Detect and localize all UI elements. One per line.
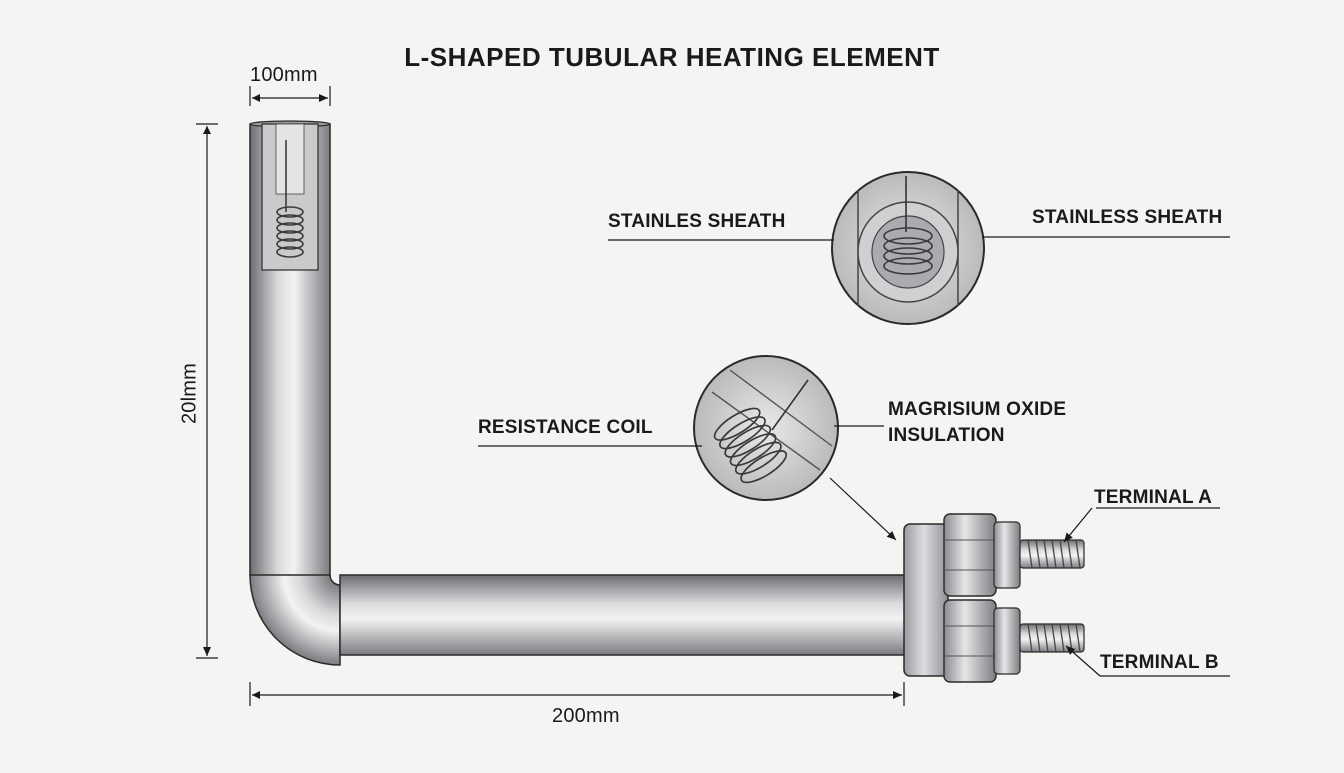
dimension-top-width: 100mm: [250, 64, 318, 86]
cutaway-window: [261, 123, 319, 271]
sheath-detail-circle: [831, 171, 985, 325]
leader-lines: [478, 236, 1230, 677]
label-insulation-line1: MAGRISIUM OXIDE: [888, 399, 1067, 420]
terminal-b-nut: [943, 599, 1021, 683]
label-magnesium-oxide-insulation: MAGRISIUM OXIDE INSULATION: [888, 397, 1128, 449]
terminal-b-stud: [1019, 623, 1085, 653]
label-resistance-coil: RESISTANCE COIL: [478, 417, 653, 438]
terminal-a-nut: [943, 513, 1021, 597]
coil-detail-circle: [693, 355, 839, 501]
label-stainless-sheath-right: STAINLESS SHEATH: [1032, 207, 1223, 228]
dimension-lines: [196, 86, 905, 706]
label-stainless-sheath-left: STAINLES SHEATH: [608, 211, 786, 232]
label-terminal-a: TERMINAL A: [1094, 487, 1213, 508]
label-terminal-b: TERMINAL B: [1100, 652, 1219, 673]
dimension-horizontal-length: 200mm: [552, 705, 620, 727]
terminal-block: [903, 513, 1085, 683]
diagram-title: L-SHAPED TUBULAR HEATING ELEMENT: [404, 42, 940, 72]
label-insulation-line2: INSULATION: [888, 425, 1005, 446]
dimension-vertical-length: 20lmm: [178, 363, 201, 425]
internal-coil: [276, 206, 304, 258]
terminal-a-stud: [1019, 539, 1085, 569]
